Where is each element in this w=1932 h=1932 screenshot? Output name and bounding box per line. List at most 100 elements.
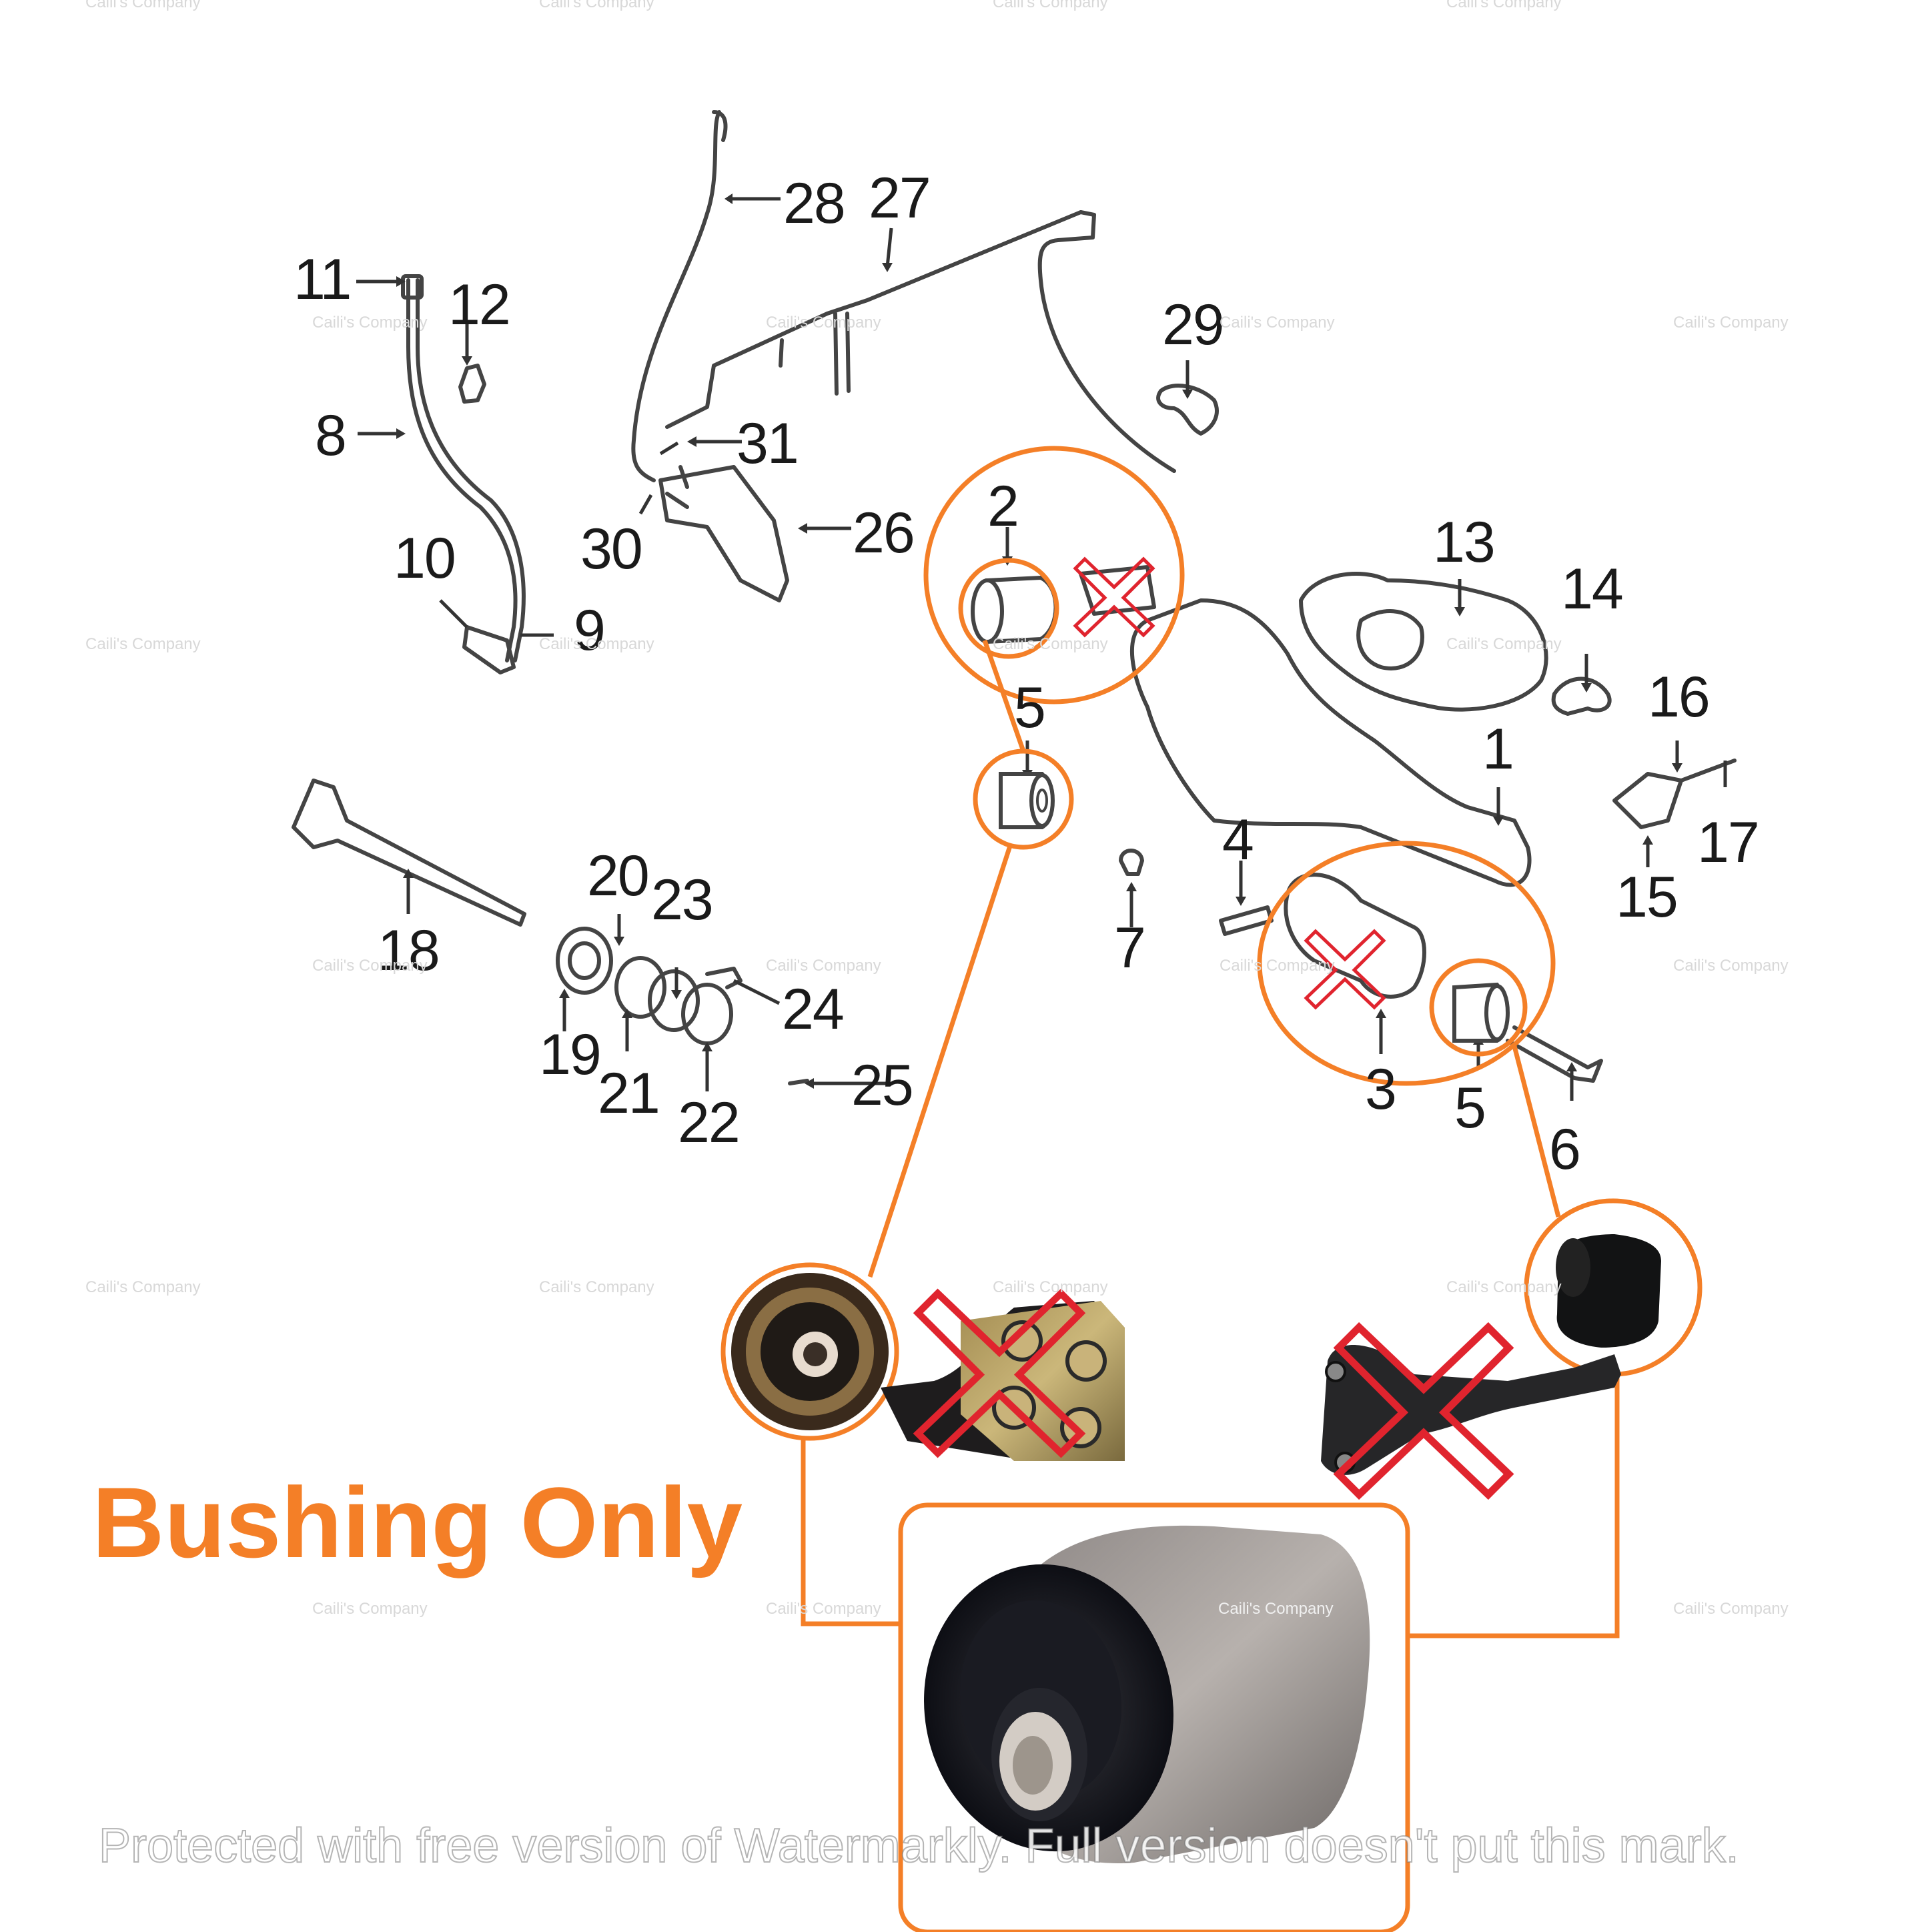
callout-10: 10 [394,526,456,590]
watermark: Caili's Company [993,1278,1108,1296]
part-3-trailing-arm [1284,873,1426,999]
red-x-icon [1073,556,1155,638]
callout-11: 11 [294,248,352,312]
watermark: Caili's Company [766,1600,881,1618]
callout-2: 2 [987,474,1019,538]
red-x-icon [913,1288,1086,1458]
callout-15: 15 [1616,865,1678,929]
callout-19: 19 [539,1023,602,1087]
part-6-rod [1506,1025,1603,1083]
callout-12: 12 [448,273,511,337]
callout-21: 21 [598,1061,660,1125]
watermark: Caili's Company [539,0,654,11]
part-28-brake-line [631,110,721,482]
leader-lines [356,197,1727,1101]
part-14-bracket [1551,676,1612,716]
part-21-bearing [614,956,666,1019]
photo-right-trailing-arm [1321,1234,1661,1475]
highlight-rings [720,446,1703,1932]
diagram-bushing-top [971,575,1058,644]
callout-8: 8 [315,404,347,468]
connector-top-left [982,639,1026,753]
part-8-line [406,278,518,662]
callout-14: 14 [1561,557,1624,621]
watermark: Caili's Company [85,0,201,11]
part-2-bracket [1079,565,1156,616]
part-22-ring [681,983,733,1045]
watermark: Caili's Company [993,0,1108,11]
callout-30: 30 [580,517,643,581]
line-art-diagram [292,110,1737,1085]
diagram-bushing-5-upper [999,772,1055,829]
watermark: Caili's Company [312,314,428,332]
watermark: Caili's Company [1673,1600,1789,1618]
callout-23: 23 [651,868,714,932]
product-photo-frame [898,1502,1410,1932]
part-13-diff-carrier [1299,572,1548,712]
watermark: Caili's Company [1446,1278,1562,1296]
watermark: Caili's Company [766,314,881,332]
callout-26: 26 [853,501,915,565]
part-27-brake-line [1037,210,1176,473]
callout-5-upper: 5 [1014,676,1046,740]
callout-20: 20 [587,844,650,908]
watermark: Caili's Company [1220,314,1335,332]
callout-4: 4 [1222,808,1254,872]
watermark: Caili's Company [539,635,654,653]
callout-27: 27 [869,166,931,230]
diagram-bushing-5-lower [1452,982,1510,1043]
watermark: Caili's Company [312,957,428,975]
part-7-clip [1119,849,1144,876]
callout-28: 28 [783,171,846,235]
red-x-icon [1304,929,1386,1010]
part-19-seal [556,927,613,995]
callout-1: 1 [1482,717,1514,781]
highlight-ring-photo-left [720,1262,899,1441]
callout-25: 25 [851,1053,914,1117]
photo-left-trailing-arm [731,1273,1125,1461]
watermark: Caili's Company [1673,314,1789,332]
part-18-shaft [292,779,526,927]
part-25-bolt [788,1079,809,1085]
highlight-ring-bushing-5-lower [1429,958,1528,1057]
callout-22: 22 [678,1091,741,1155]
callout-3: 3 [1365,1057,1397,1121]
callout-16: 16 [1648,665,1711,729]
part-26-bracket [658,465,789,602]
product-bushing-photo [924,1525,1370,1864]
callout-5-lower: 5 [1454,1076,1486,1140]
part-29-clip [1156,384,1219,436]
watermark: Caili's Company [85,1278,201,1296]
callout-24: 24 [782,977,845,1041]
part-1-axle-housing [1130,598,1532,887]
watermark: Caili's Company [539,1278,654,1296]
connector-left-to-box [801,1438,902,1626]
watermark: Caili's Company [85,635,201,653]
watermark: Caili's Company [1446,635,1562,653]
highlight-ring-bushing-2 [958,558,1059,659]
callout-31: 31 [737,412,799,476]
highlight-ring-top-group [923,446,1185,704]
headline: Bushing Only [92,1466,743,1578]
callout-9: 9 [574,598,606,662]
red-x-icon [1333,1322,1514,1500]
watermark: Caili's Company [312,1600,428,1618]
part-9-bracket [462,625,516,674]
excluded-marks [913,556,1514,1500]
callout-18: 18 [378,919,440,983]
watermark: Caili's Company [1446,0,1562,11]
watermark: Caili's Company [1673,957,1789,975]
callout-17: 17 [1697,811,1760,875]
callout-13: 13 [1433,510,1496,574]
callout-29: 29 [1162,293,1225,357]
part-15-bracket [1612,772,1683,829]
arrowheads [396,193,1682,1089]
watermark: Caili's Company [766,957,881,975]
watermark: Caili's Company [1220,957,1335,975]
protection-notice: Protected with free version of Watermark… [98,1819,1740,1873]
part-12-clip [458,364,486,404]
highlight-ring-lower-group [1257,841,1556,1086]
callout-6: 6 [1549,1117,1581,1181]
connector-right-down [1512,1045,1561,1218]
